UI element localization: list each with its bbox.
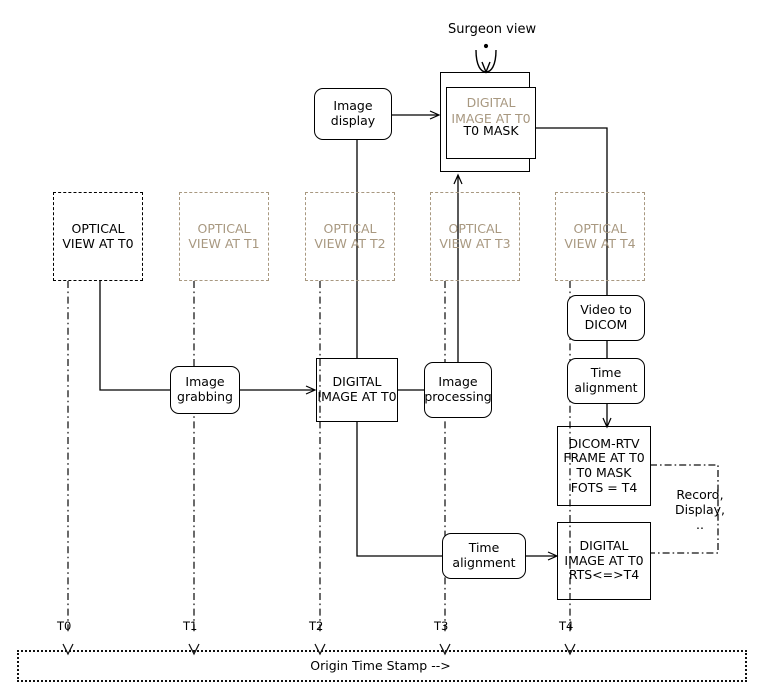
image-grabbing-label: Image grabbing bbox=[177, 374, 233, 404]
origin-time-stamp-label: Origin Time Stamp --> bbox=[310, 658, 451, 673]
optical-view-t1-box[interactable]: OPTICAL VIEW AT T1 bbox=[179, 192, 269, 281]
optical-view-t2-box[interactable]: OPTICAL VIEW AT T2 bbox=[305, 192, 395, 281]
time-rails bbox=[67, 281, 571, 632]
surgeon-view-arrow bbox=[475, 43, 497, 74]
optical-view-t0-label: OPTICAL VIEW AT T0 bbox=[62, 220, 134, 251]
digital-image-t0-box[interactable]: DIGITAL IMAGE AT T0 bbox=[316, 358, 398, 422]
page-title: Surgeon view bbox=[448, 22, 537, 37]
video-to-dicom-box[interactable]: Video to DICOM bbox=[567, 295, 645, 341]
tick-label-t0: T0 bbox=[57, 619, 72, 633]
wire-mask-to-videodicom bbox=[530, 127, 608, 295]
optical-view-t3-label: OPTICAL VIEW AT T3 bbox=[439, 220, 511, 251]
image-processing-label: Image processing bbox=[424, 374, 492, 404]
tick-label-t4: T4 bbox=[559, 619, 574, 633]
image-processing-box[interactable]: Image processing bbox=[424, 362, 492, 418]
wire-record-display-bracket bbox=[650, 464, 719, 554]
image-display-label: Image display bbox=[330, 98, 376, 128]
tick-label-t1: T1 bbox=[183, 619, 198, 633]
origin-time-stamp-band bbox=[17, 650, 747, 682]
t0-mask-ghost-line1: DIGITAL bbox=[466, 95, 516, 110]
optical-view-t2-label: OPTICAL VIEW AT T2 bbox=[314, 220, 386, 251]
wire-digital-to-bottom-timealign bbox=[356, 422, 442, 557]
digital-image-rts-box[interactable]: DIGITAL IMAGE AT T0 RTS<=>T4 bbox=[557, 522, 651, 600]
optical-view-t3-box[interactable]: OPTICAL VIEW AT T3 bbox=[430, 192, 520, 281]
image-display-box[interactable]: Image display bbox=[314, 88, 392, 140]
time-rail-arrowheads bbox=[62, 643, 576, 656]
optical-view-t4-box[interactable]: OPTICAL VIEW AT T4 bbox=[555, 192, 645, 281]
t0-mask-label: T0 MASK bbox=[463, 122, 519, 138]
dicom-rtv-frame-label: DICOM-RTV FRAME AT T0 T0 MASK FOTS = T4 bbox=[563, 435, 645, 495]
image-grabbing-box[interactable]: Image grabbing bbox=[170, 366, 240, 414]
optical-view-t0-box[interactable]: OPTICAL VIEW AT T0 bbox=[53, 192, 143, 281]
t0-mask-box[interactable]: DIGITAL IMAGE AT T0 T0 MASK bbox=[446, 87, 536, 159]
time-alignment-bottom-label: Time alignment bbox=[452, 540, 516, 570]
video-to-dicom-label: Video to DICOM bbox=[580, 302, 632, 332]
dicom-rtv-frame-box[interactable]: DICOM-RTV FRAME AT T0 T0 MASK FOTS = T4 bbox=[557, 426, 651, 506]
digital-image-t0-label: DIGITAL IMAGE AT T0 bbox=[317, 374, 397, 404]
tick-label-t3: T3 bbox=[434, 619, 449, 633]
digital-image-rts-label: DIGITAL IMAGE AT T0 RTS<=>T4 bbox=[564, 537, 644, 583]
time-alignment-top-box[interactable]: Time alignment bbox=[567, 358, 645, 404]
wire-opticalt0-to-grabbing bbox=[99, 281, 170, 391]
optical-view-t4-label: OPTICAL VIEW AT T4 bbox=[564, 220, 636, 251]
time-alignment-top-label: Time alignment bbox=[574, 365, 638, 395]
record-display-label: Record, Display, .. bbox=[674, 487, 726, 532]
optical-view-t1-label: OPTICAL VIEW AT T1 bbox=[188, 220, 260, 251]
time-alignment-bottom-box[interactable]: Time alignment bbox=[442, 533, 526, 579]
tick-label-t2: T2 bbox=[309, 619, 324, 633]
